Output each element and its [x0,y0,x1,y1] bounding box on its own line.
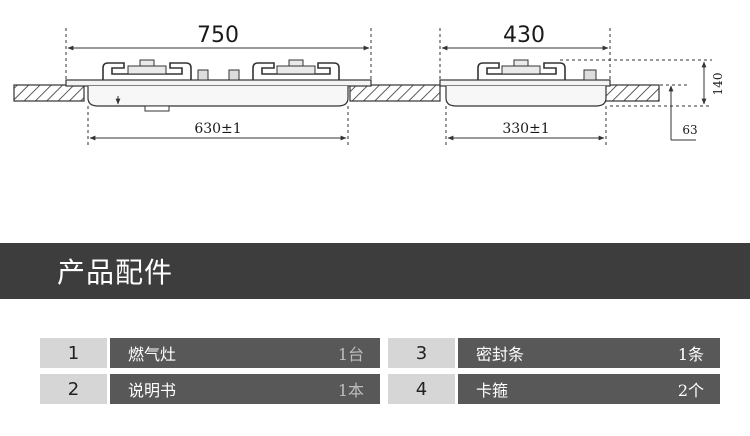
countertop-middle [349,84,441,102]
section-banner: 产品配件 [0,243,750,299]
countertop-right [604,84,660,102]
accessory-name: 密封条 [476,345,525,364]
left-cutout-label: 630±1 [194,121,241,137]
installation-dimension-diagram: 750 630±1 430 330±1 140 63 [13,23,725,146]
accessory-number: 4 [388,374,455,404]
left-stove-drawing [13,59,441,112]
accessory-name: 说明书 [128,381,177,400]
accessory-quantity: 1条 [677,345,704,364]
accessory-name: 卡箍 [476,381,509,400]
accessory-row-2: 2 说明书 1本 [40,374,380,404]
right-width-label: 430 [503,23,545,48]
accessory-number: 2 [40,374,107,404]
accessory-row-1: 1 燃气灶 1台 [40,338,380,368]
accessory-row-3: 3 密封条 1条 [388,338,720,368]
accessory-number: 1 [40,338,107,368]
accessory-quantity: 1本 [337,381,364,400]
section-title: 产品配件 [57,256,174,289]
countertop-left [13,84,85,102]
accessory-quantity: 2个 [677,381,704,400]
accessory-row-4: 4 卡箍 2个 [388,374,720,404]
accessory-quantity: 1台 [337,345,364,364]
height-label: 140 [711,73,725,96]
left-width-label: 750 [197,23,239,48]
depth-label: 63 [682,123,697,137]
accessory-name: 燃气灶 [128,345,177,364]
accessory-number: 3 [388,338,455,368]
right-cutout-label: 330±1 [502,121,549,137]
right-stove-drawing [439,59,660,107]
